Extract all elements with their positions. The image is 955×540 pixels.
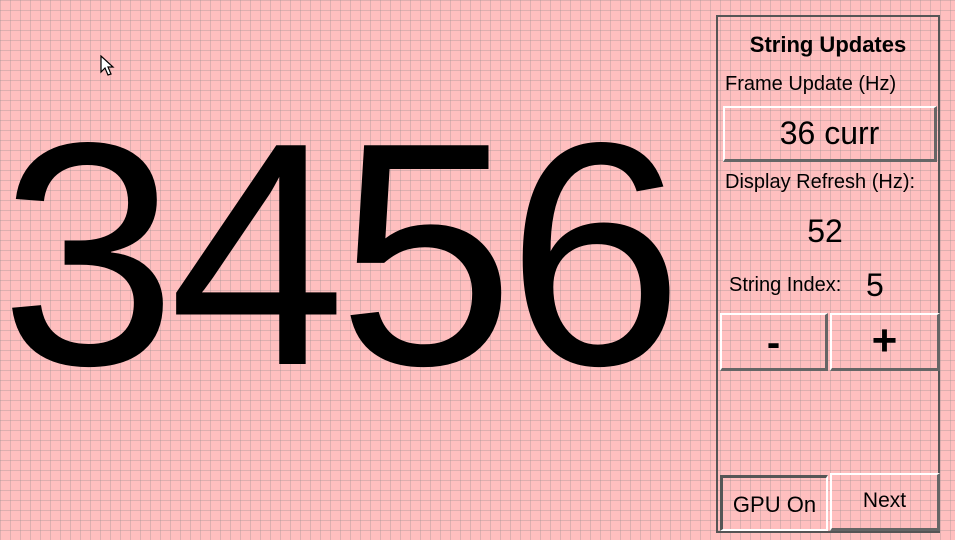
display-refresh-label: Display Refresh (Hz): bbox=[725, 171, 916, 193]
frame-update-button[interactable]: 36 curr bbox=[723, 106, 937, 162]
panel-title: String Updates bbox=[749, 32, 907, 57]
next-button[interactable]: Next bbox=[830, 473, 940, 531]
string-index-label: String Index: bbox=[729, 274, 842, 296]
frame-update-label: Frame Update (Hz) bbox=[725, 73, 897, 95]
current-string-display: 3456 bbox=[0, 77, 683, 432]
increment-button[interactable]: + bbox=[830, 313, 940, 371]
display-canvas: 3456 bbox=[0, 55, 683, 432]
string-updates-panel: String Updates Frame Update (Hz) 36 curr… bbox=[716, 15, 940, 533]
display-refresh-value: 52 bbox=[807, 213, 843, 249]
gpu-toggle-button[interactable]: GPU On bbox=[720, 475, 828, 531]
mouse-pointer-icon bbox=[100, 55, 115, 76]
string-index-value: 5 bbox=[866, 267, 884, 303]
decrement-button[interactable]: - bbox=[720, 313, 828, 371]
